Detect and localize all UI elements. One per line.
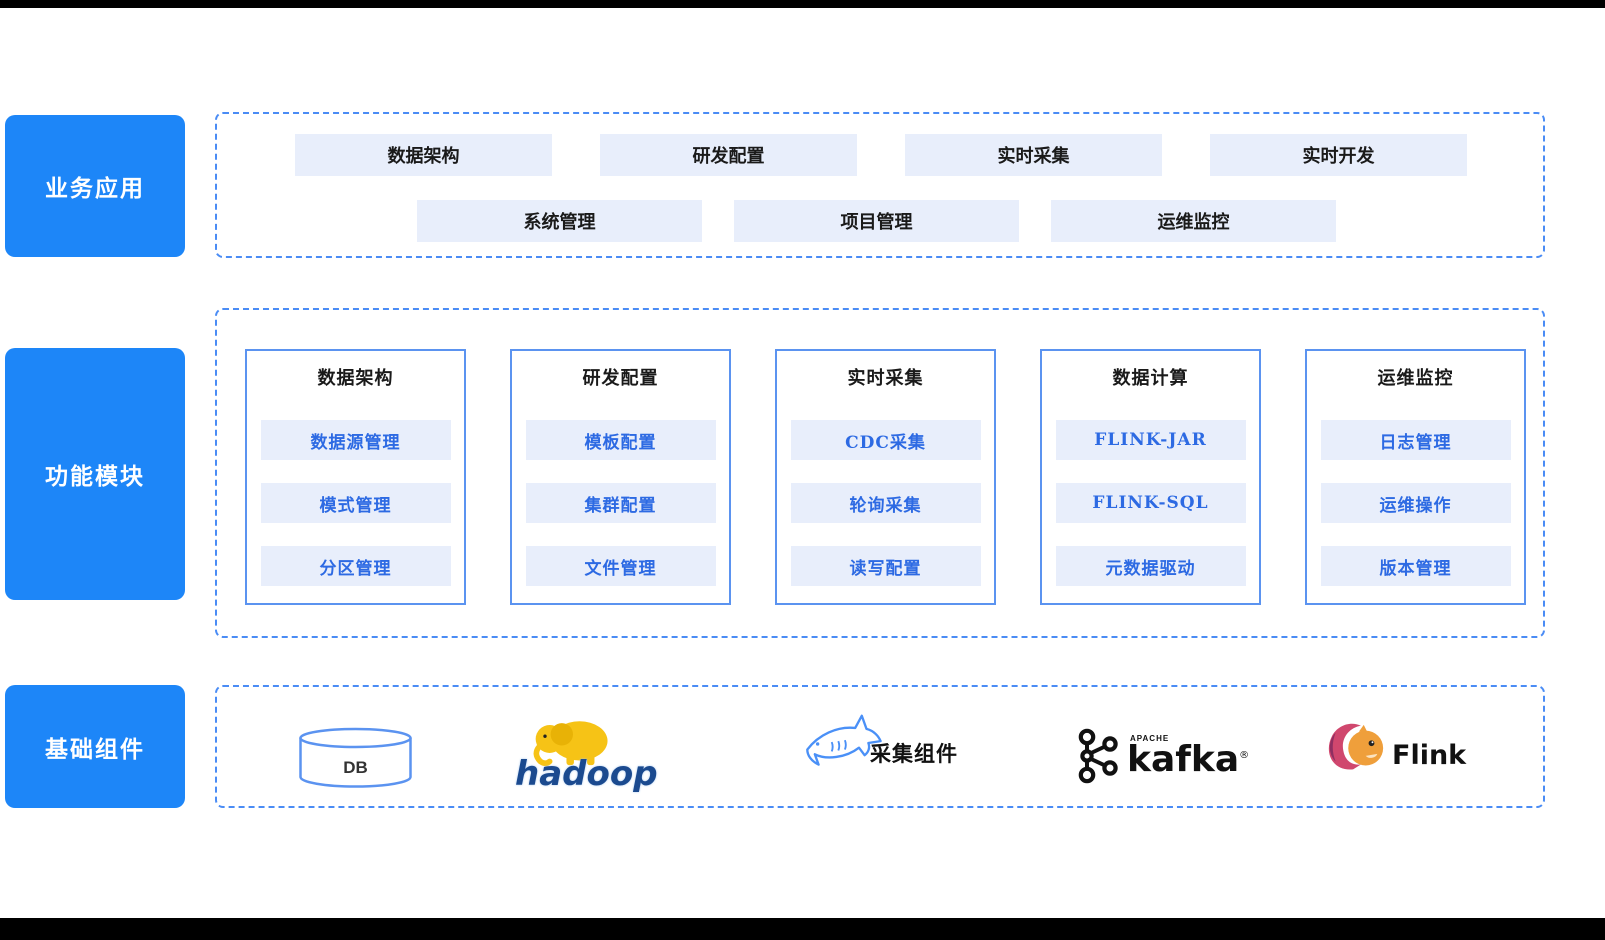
- module-item: FLINK-SQL: [1055, 483, 1246, 523]
- section-label-business-text: 业务应用: [45, 175, 145, 201]
- foundation-panel: DB hadoop 采集组件: [215, 685, 1545, 808]
- module-col-header: 研发配置: [582, 368, 659, 388]
- section-label-foundation-text: 基础组件: [45, 735, 145, 762]
- business-app-realtime-dev: 实时开发: [1210, 134, 1467, 176]
- bottom-black-bar: [0, 918, 1605, 940]
- hadoop-logo: hadoop: [515, 711, 658, 791]
- module-item: 模式管理: [260, 483, 451, 523]
- flink-label: Flink: [1392, 740, 1467, 771]
- kafka-logo: APACHE kafka®: [1075, 728, 1249, 784]
- flink-logo: Flink: [1322, 719, 1466, 781]
- business-apps-row-2: 系统管理 项目管理 运维监控: [417, 200, 1336, 242]
- section-label-modules: 功能模块: [5, 348, 185, 600]
- business-apps-panel: 数据架构 研发配置 实时采集 实时开发 系统管理 项目管理 运维监控: [215, 112, 1545, 258]
- module-item: CDC采集: [790, 420, 981, 460]
- module-col-header: 实时采集: [847, 368, 924, 388]
- collector-label: 采集组件: [870, 743, 958, 766]
- top-black-bar: [0, 0, 1605, 8]
- business-app-dev-config: 研发配置: [600, 134, 857, 176]
- module-col-realtime-collect: 实时采集 CDC采集 轮询采集 读写配置: [775, 349, 996, 605]
- module-item: 版本管理: [1320, 546, 1511, 586]
- module-col-data-compute: 数据计算 FLINK-JAR FLINK-SQL 元数据驱动: [1040, 349, 1261, 605]
- business-apps-row-1: 数据架构 研发配置 实时采集 实时开发: [295, 134, 1467, 176]
- business-app-data-architecture: 数据架构: [295, 134, 552, 176]
- business-app-realtime-collect: 实时采集: [905, 134, 1162, 176]
- module-col-dev-config: 研发配置 模板配置 集群配置 文件管理: [510, 349, 731, 605]
- flink-squirrel-icon: [1328, 723, 1384, 770]
- kafka-icon: [1078, 728, 1118, 784]
- business-app-project-mgmt: 项目管理: [734, 200, 1019, 242]
- module-col-header: 运维监控: [1377, 368, 1454, 388]
- db-logo: DB: [297, 727, 414, 789]
- module-item: FLINK-JAR: [1055, 420, 1246, 460]
- module-col-header: 数据计算: [1112, 368, 1189, 388]
- module-item: 轮询采集: [790, 483, 981, 523]
- shark-icon: [806, 714, 882, 766]
- database-cylinder-icon: DB: [299, 727, 412, 788]
- hadoop-elephant-icon: [533, 721, 608, 767]
- collector-logo: 采集组件: [802, 712, 958, 774]
- module-columns: 数据架构 数据源管理 模式管理 分区管理 研发配置 模板配置 集群配置 文件管理…: [245, 349, 1526, 605]
- module-item: 分区管理: [260, 546, 451, 586]
- kafka-wordmark-block: APACHE kafka®: [1127, 734, 1250, 781]
- registered-mark: ®: [1239, 750, 1250, 762]
- section-label-foundation: 基础组件: [5, 685, 185, 808]
- module-col-header: 数据架构: [317, 368, 394, 388]
- db-label: DB: [343, 758, 368, 777]
- kafka-wordmark: kafka®: [1127, 739, 1250, 781]
- section-label-business: 业务应用: [5, 115, 185, 257]
- module-item: 模板配置: [525, 420, 716, 460]
- hadoop-wordmark: hadoop: [515, 754, 658, 794]
- module-item: 日志管理: [1320, 420, 1511, 460]
- module-item: 数据源管理: [260, 420, 451, 460]
- module-item: 元数据驱动: [1055, 546, 1246, 586]
- module-item: 集群配置: [525, 483, 716, 523]
- module-item: 运维操作: [1320, 483, 1511, 523]
- business-app-system-mgmt: 系统管理: [417, 200, 702, 242]
- module-item: 读写配置: [790, 546, 981, 586]
- module-item: 文件管理: [525, 546, 716, 586]
- section-label-modules-text: 功能模块: [45, 463, 145, 489]
- business-app-ops-monitor: 运维监控: [1051, 200, 1336, 242]
- functional-modules-panel: 数据架构 数据源管理 模式管理 分区管理 研发配置 模板配置 集群配置 文件管理…: [215, 308, 1545, 638]
- kafka-apache-label: APACHE: [1130, 734, 1170, 744]
- module-col-data-architecture: 数据架构 数据源管理 模式管理 分区管理: [245, 349, 466, 605]
- module-col-ops-monitor: 运维监控 日志管理 运维操作 版本管理: [1305, 349, 1526, 605]
